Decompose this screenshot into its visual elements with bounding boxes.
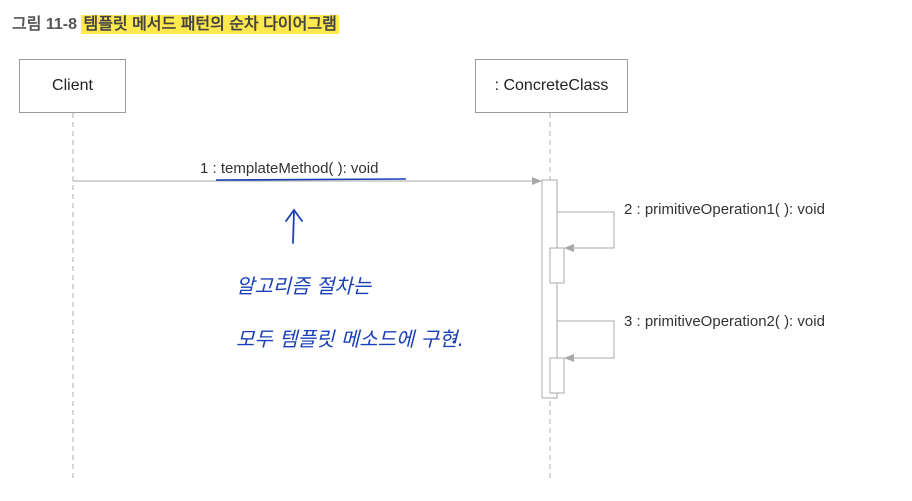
handwritten-note-line-1: 알고리즘 절차는 — [236, 274, 372, 298]
client-label: Client — [52, 77, 93, 94]
figure-caption: 그림 11-8 템플릿 메서드 패턴의 순차 다이어그램 — [12, 10, 339, 34]
message-3-self-arrow — [557, 320, 615, 362]
client-participant-box: Client — [19, 59, 126, 113]
activation-bar-op2 — [549, 357, 565, 394]
caption-prefix: 그림 11-8 — [12, 16, 78, 33]
handwritten-underline — [215, 178, 407, 181]
caption-title: 템플릿 메서드 패턴의 순차 다이어그램 — [81, 15, 339, 34]
message-2-self-arrow — [557, 211, 615, 252]
activation-bar-op1 — [549, 247, 565, 284]
handwritten-note-line-2: 모두 템플릿 메소드에 구현. — [236, 327, 464, 351]
message-2-label: 2 : primitiveOperation1( ): void — [624, 201, 825, 218]
concrete-class-participant-box: : ConcreteClass — [475, 59, 628, 113]
message-1-label: 1 : templateMethod( ): void — [200, 160, 379, 177]
handwritten-up-arrow — [285, 208, 303, 244]
message-3-label: 3 : primitiveOperation2( ): void — [624, 313, 825, 330]
handwritten-dot — [452, 340, 456, 344]
activation-bar-main — [541, 179, 558, 399]
concrete-class-label: : ConcreteClass — [494, 77, 609, 94]
